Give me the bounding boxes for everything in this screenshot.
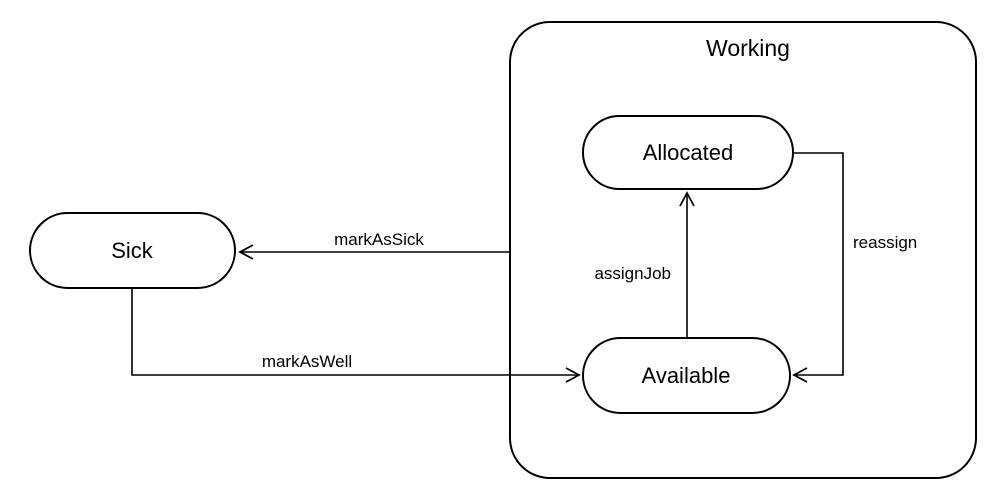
state-sick: Sick xyxy=(29,212,236,289)
state-available-label: Available xyxy=(642,363,731,388)
state-available: Available xyxy=(582,337,791,414)
transition-assign-job-label: assignJob xyxy=(594,264,671,283)
transition-reassign-line xyxy=(792,152,844,383)
transition-assign-job: assignJob xyxy=(594,191,695,338)
state-allocated: Allocated xyxy=(582,115,794,190)
transition-reassign: reassign xyxy=(792,152,917,383)
state-allocated-label: Allocated xyxy=(643,140,734,165)
transition-mark-as-sick: markAsSick xyxy=(238,230,510,260)
transition-mark-as-well: markAsWell xyxy=(131,289,581,383)
composite-state-working-label: Working xyxy=(706,35,790,61)
state-allocated-shape xyxy=(582,115,794,190)
state-sick-label: Sick xyxy=(111,238,154,263)
state-sick-shape xyxy=(29,212,236,289)
transition-mark-as-well-line xyxy=(131,289,581,383)
transition-reassign-label: reassign xyxy=(853,233,917,252)
state-available-shape xyxy=(582,337,791,414)
transition-mark-as-well-label: markAsWell xyxy=(262,352,352,371)
transition-mark-as-sick-label: markAsSick xyxy=(334,230,424,249)
